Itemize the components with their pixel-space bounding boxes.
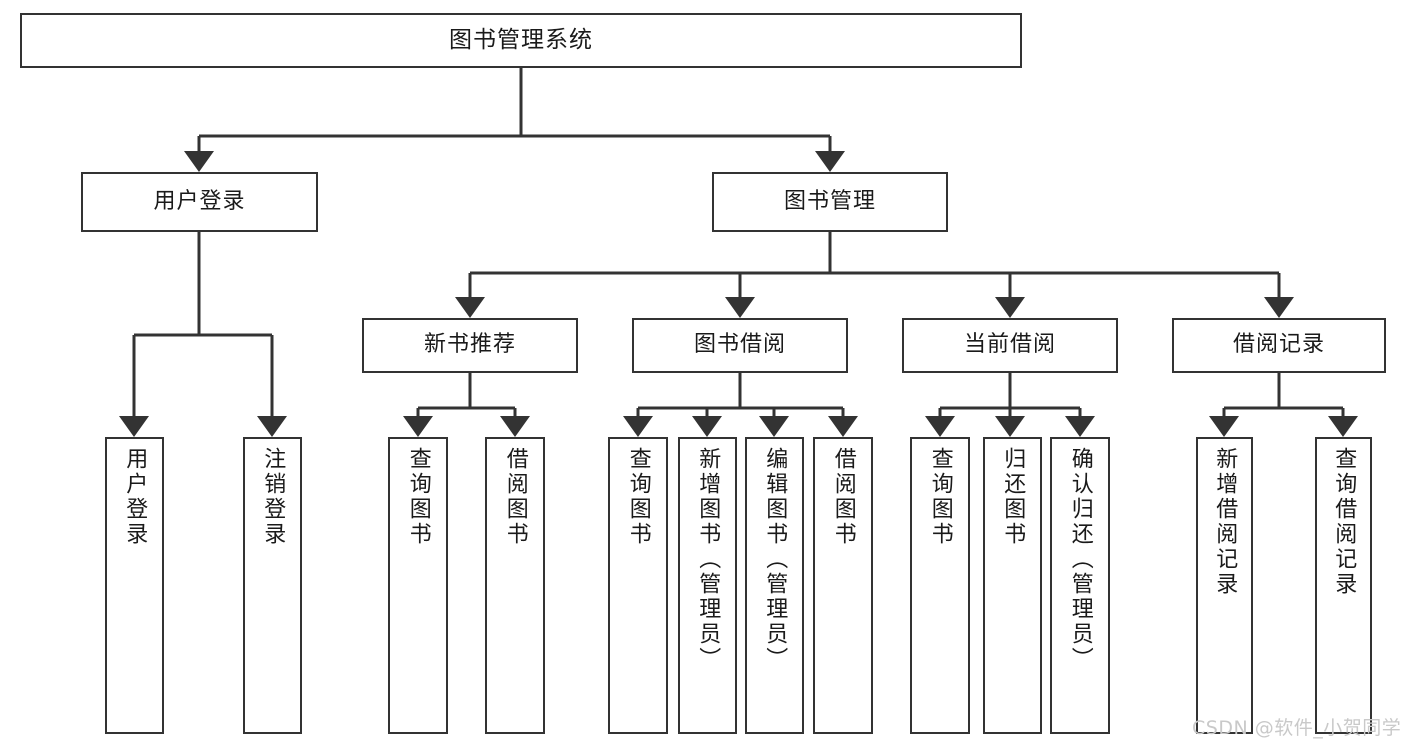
leaf-label: 编辑图书（管理员） [762,447,788,672]
node-user-login[interactable]: 用户登录 [81,172,318,232]
node-current-borrow[interactable]: 当前借阅 [902,318,1118,373]
leaf-label: 查询图书 [405,447,431,547]
node-root-system[interactable]: 图书管理系统 [20,13,1022,68]
leaf-label: 借阅图书 [830,447,856,547]
leaf-add-borrow-record[interactable]: 新增借阅记录 [1196,437,1253,734]
leaf-label: 归还图书 [1000,447,1026,547]
node-new-book-recommend[interactable]: 新书推荐 [362,318,578,373]
leaf-label: 查询图书 [927,447,953,547]
leaf-label: 借阅图书 [502,447,528,547]
leaf-label: 新增图书（管理员） [695,447,721,672]
leaf-label: 用户登录 [122,447,148,547]
leaf-label: 确认归还（管理员） [1067,447,1093,672]
node-book-borrow[interactable]: 图书借阅 [632,318,848,373]
node-borrow-record[interactable]: 借阅记录 [1172,318,1386,373]
leaf-label: 新增借阅记录 [1212,447,1238,597]
leaf-logout[interactable]: 注销登录 [243,437,302,734]
leaf-borrow-book[interactable]: 借阅图书 [813,437,873,734]
leaf-query-book-current[interactable]: 查询图书 [910,437,970,734]
leaf-borrow-book-newbook[interactable]: 借阅图书 [485,437,545,734]
leaf-user-login[interactable]: 用户登录 [105,437,164,734]
leaf-label: 查询借阅记录 [1331,447,1357,597]
csdn-watermark: CSDN @软件_小贺同学 [1192,717,1402,739]
leaf-edit-book-admin[interactable]: 编辑图书（管理员） [745,437,804,734]
leaf-query-book-newbook[interactable]: 查询图书 [388,437,448,734]
leaf-add-book-admin[interactable]: 新增图书（管理员） [678,437,737,734]
node-book-management[interactable]: 图书管理 [712,172,948,232]
leaf-confirm-return-admin[interactable]: 确认归还（管理员） [1050,437,1110,734]
leaf-query-book-borrow[interactable]: 查询图书 [608,437,668,734]
leaf-query-borrow-record[interactable]: 查询借阅记录 [1315,437,1372,734]
leaf-return-book[interactable]: 归还图书 [983,437,1042,734]
leaf-label: 查询图书 [625,447,651,547]
leaf-label: 注销登录 [260,447,286,547]
